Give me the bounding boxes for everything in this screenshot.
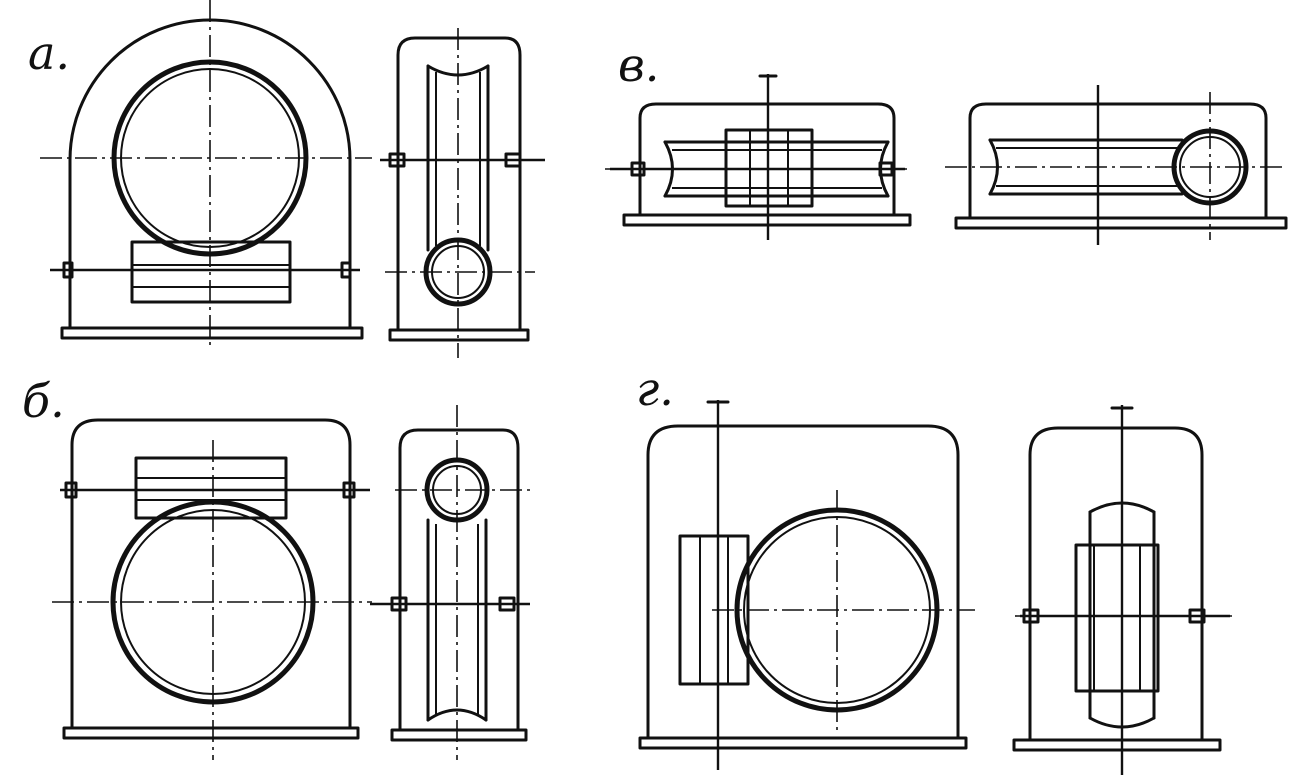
panel-g-front-view [638, 400, 975, 770]
panel-label-v: в. [618, 38, 660, 92]
panel-g-side-view [1012, 405, 1232, 775]
panel-b-front-view [52, 418, 372, 760]
panel-b-side-view [370, 405, 535, 760]
panel-label-b: б. [22, 374, 65, 428]
panel-v-right-view [945, 85, 1288, 245]
panel-a-side-view [380, 28, 545, 358]
panel-a-front-view [40, 0, 372, 348]
panel-label-g: г. [636, 362, 674, 416]
panel-v-left-view [605, 74, 912, 240]
panel-label-a: а. [28, 26, 71, 80]
